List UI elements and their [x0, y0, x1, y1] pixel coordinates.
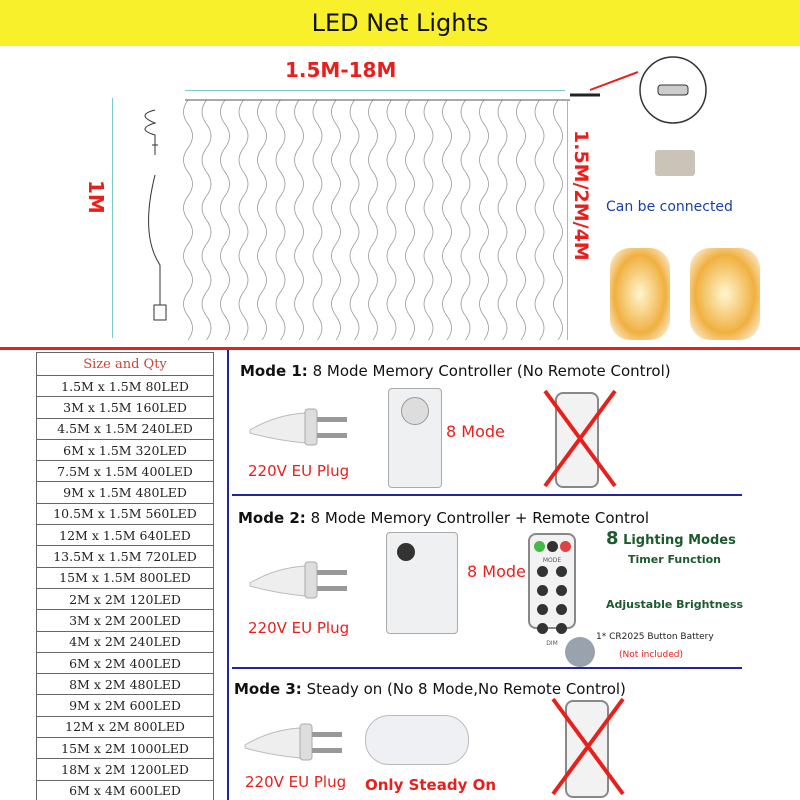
title-bar: LED Net Lights — [0, 0, 800, 46]
mode-2-title: Mode 2: 8 Mode Memory Controller + Remot… — [238, 509, 649, 527]
remote-mode-label: MODE — [542, 557, 562, 564]
battery-icon — [565, 637, 595, 667]
size-cell: 2M x 2M 120LED — [36, 587, 214, 611]
cross-out-icon — [543, 389, 617, 488]
table-row: 9M x 1.5M 480LED — [36, 481, 214, 504]
size-cell: 6M x 1.5M 320LED — [36, 438, 214, 462]
size-cell: 15M x 1.5M 800LED — [36, 566, 214, 589]
table-row: 4.5M x 1.5M 240LED — [36, 417, 214, 440]
size-cell: 13.5M x 1.5M 720LED — [36, 545, 214, 568]
size-cell: 9M x 1.5M 480LED — [36, 481, 214, 504]
table-row: 1.5M x 1.5M 80LED — [36, 374, 214, 398]
table-row: 15M x 1.5M 800LED — [36, 566, 214, 589]
steady-controller — [365, 715, 469, 765]
timer-label: Timer Function — [628, 553, 722, 566]
controller-box — [386, 532, 458, 634]
size-cell: 12M x 1.5M 640LED — [36, 524, 214, 547]
brightness-label: Adjustable Brightness — [606, 598, 744, 611]
controller-box — [388, 388, 442, 488]
table-row: 9M x 2M 600LED — [36, 694, 214, 717]
size-cell: 7.5M x 1.5M 400LED — [36, 460, 214, 483]
size-cell: 4.5M x 1.5M 240LED — [36, 417, 214, 440]
mode-count: 8 — [606, 528, 619, 549]
height-dimension-line — [567, 100, 568, 340]
lead-dimension-line — [112, 98, 113, 338]
lit-net-image-left — [610, 248, 670, 340]
size-cell: 8M x 2M 480LED — [36, 673, 214, 696]
table-header: Size and Qty — [36, 352, 214, 376]
table-row: 6M x 4M 600LED — [36, 779, 214, 800]
table-row: 12M x 1.5M 640LED — [36, 524, 214, 547]
not-included-label: (Not included) — [619, 650, 683, 660]
controller-label: 8 Mode — [446, 422, 505, 441]
mode-1-title: Mode 1: 8 Mode Memory Controller (No Rem… — [240, 362, 671, 380]
lit-net-image-right — [690, 248, 760, 340]
table-row: 3M x 2M 200LED — [36, 609, 214, 632]
eu-plug-icon — [244, 723, 342, 761]
table-row: 4M x 2M 240LED — [36, 630, 214, 653]
net-light-diagram — [144, 99, 570, 341]
page-title: LED Net Lights — [311, 9, 489, 37]
mode-label: Mode 3: — [234, 680, 302, 698]
plug-label: 220V EU Plug — [248, 619, 350, 637]
lighting-modes-label: 8 Lighting Modes — [606, 528, 736, 549]
plug-label: 220V EU Plug — [245, 773, 347, 791]
net-mesh — [183, 99, 563, 341]
size-cell: 12M x 2M 800LED — [36, 715, 214, 739]
size-cell: 10.5M x 1.5M 560LED — [36, 502, 214, 526]
mode-desc: 8 Mode Memory Controller (No Remote Cont… — [312, 362, 671, 380]
table-row: 10.5M x 1.5M 560LED — [36, 502, 214, 526]
table-row: 2M x 2M 120LED — [36, 587, 214, 611]
cross-out-icon — [551, 697, 625, 796]
table-row: 15M x 2M 1000LED — [36, 737, 214, 760]
vertical-divider — [227, 350, 229, 800]
battery-label: 1* CR2025 Button Battery — [596, 632, 714, 642]
width-dimension-line — [185, 90, 565, 91]
size-cell: 3M x 1.5M 160LED — [36, 396, 214, 419]
table-row: 8M x 2M 480LED — [36, 673, 214, 696]
size-cell: 6M x 2M 400LED — [36, 651, 214, 675]
size-cell: 15M x 2M 1000LED — [36, 737, 214, 760]
connect-label: Can be connected — [606, 199, 733, 215]
power-lead-icon — [144, 109, 167, 321]
remote-control: MODE DIM — [528, 533, 576, 647]
height-label: 1.5M/2M/4M — [570, 130, 592, 261]
lead-length-label: 1M — [84, 180, 108, 214]
eu-plug-icon — [249, 408, 347, 446]
mode-desc: 8 Mode Memory Controller + Remote Contro… — [310, 509, 650, 527]
table-row: 18M x 2M 1200LED — [36, 758, 214, 781]
size-cell: 1.5M x 1.5M 80LED — [36, 374, 214, 398]
table-row: 6M x 2M 400LED — [36, 651, 214, 675]
size-cell: 6M x 4M 600LED — [36, 779, 214, 800]
size-cell: 9M x 2M 600LED — [36, 694, 214, 717]
mode-label: Mode 2: — [238, 509, 306, 527]
mode-3-title: Mode 3: Steady on (No 8 Mode,No Remote C… — [234, 680, 626, 698]
controller-label: Only Steady On — [365, 776, 497, 794]
lighting-text: Lighting Modes — [623, 533, 736, 548]
mode-label: Mode 1: — [240, 362, 308, 380]
width-label: 1.5M-18M — [285, 58, 397, 82]
plug-label: 220V EU Plug — [248, 462, 350, 480]
controller-label: 8 Mode — [467, 562, 526, 581]
controller-ir-icon — [397, 543, 415, 561]
controller-button-icon — [401, 397, 429, 425]
eu-plug-icon — [249, 561, 347, 599]
connector-detail — [570, 56, 707, 124]
remote-dim-label: DIM — [546, 640, 558, 647]
table-row: 7.5M x 1.5M 400LED — [36, 460, 214, 483]
table-row: 13.5M x 1.5M 720LED — [36, 545, 214, 568]
size-cell: 18M x 2M 1200LED — [36, 758, 214, 781]
mode-divider — [232, 667, 742, 669]
arrow-icon — [589, 71, 639, 91]
section-divider — [0, 347, 800, 350]
table-row: 6M x 1.5M 320LED — [36, 438, 214, 462]
mode-desc: Steady on (No 8 Mode,No Remote Control) — [306, 680, 626, 698]
table-row: 12M x 2M 800LED — [36, 715, 214, 739]
connector-icon — [655, 150, 695, 176]
table-row: 3M x 1.5M 160LED — [36, 396, 214, 419]
mode-divider — [232, 494, 742, 496]
size-cell: 3M x 2M 200LED — [36, 609, 214, 632]
size-cell: 4M x 2M 240LED — [36, 630, 214, 653]
